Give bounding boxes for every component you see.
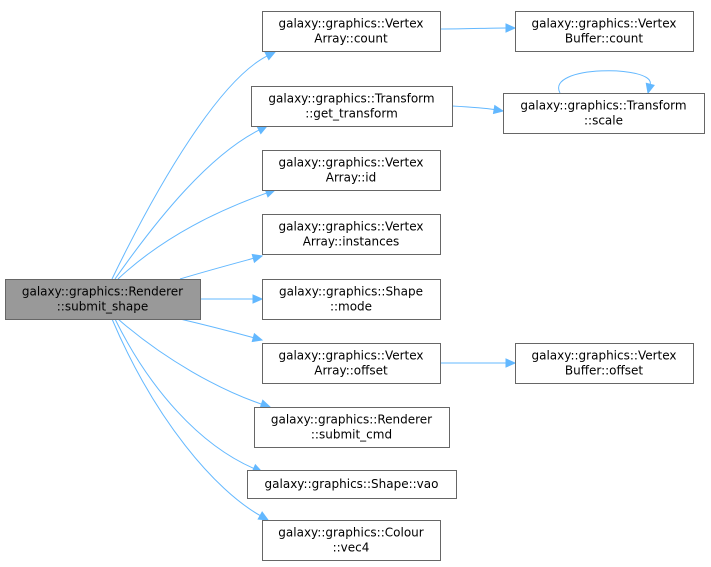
edge-submit_shape-to-shape_vao [114, 318, 254, 469]
node-label-line: Array::offset [314, 364, 388, 378]
node-label-line: galaxy::graphics::Transform [520, 99, 686, 113]
arrowhead-va_offset-to-vb_offset [505, 358, 517, 368]
edge-tf_scale-to-tf_scale [558, 70, 651, 94]
edge-submit_shape-to-va_count [111, 55, 268, 280]
arrowhead-tf_scale-to-tf_scale [645, 82, 655, 95]
node-label-line: galaxy::graphics::Vertex [531, 17, 676, 31]
node-tf_get_transform[interactable]: galaxy::graphics::Transform::get_transfo… [251, 86, 453, 127]
edge-submit_shape-to-va_id [117, 192, 267, 280]
node-label-line: galaxy::graphics::Vertex [278, 17, 423, 31]
node-label-line: Array::count [314, 32, 388, 46]
node-box [262, 150, 441, 191]
node-label-line: galaxy::graphics::Shape::vao [265, 477, 439, 491]
node-label-line: galaxy::graphics::Renderer [22, 285, 183, 299]
node-label-line: galaxy::graphics::Vertex [278, 220, 423, 234]
edge-submit_shape-to-colour_vec4 [111, 318, 261, 517]
edge-va_count-to-vb_count [439, 27, 507, 30]
node-label-line: galaxy::graphics::Transform [268, 92, 434, 106]
node-tf_scale[interactable]: galaxy::graphics::Transform::scale [503, 93, 705, 134]
arrowhead-submit_shape-to-colour_vec4 [257, 511, 270, 521]
node-box [262, 343, 441, 384]
node-label-line: Buffer::count [565, 32, 643, 46]
node-label-line: galaxy::graphics::Shape [279, 285, 423, 299]
node-box [262, 214, 441, 255]
node-box [254, 407, 450, 448]
edge-submit_shape-to-renderer_submit_cmd [117, 318, 262, 405]
node-box [247, 470, 457, 499]
arrowhead-submit_shape-to-renderer_submit_cmd [259, 399, 272, 409]
node-submit_shape[interactable]: galaxy::graphics::Renderer::submit_shape [5, 279, 201, 320]
arrowhead-submit_shape-to-va_offset [251, 332, 264, 343]
node-label-line: galaxy::graphics::Vertex [278, 349, 423, 363]
node-renderer_submit_cmd[interactable]: galaxy::graphics::Renderer::submit_cmd [254, 407, 450, 448]
arrowhead-tf_get_transform-to-tf_scale [492, 104, 505, 115]
node-box [515, 11, 694, 52]
arrowhead-submit_shape-to-tf_get_transform [256, 125, 269, 135]
arrowhead-submit_shape-to-va_count [264, 51, 277, 61]
node-label-line: Buffer::offset [565, 364, 644, 378]
arrowhead-va_count-to-vb_count [505, 23, 517, 33]
node-label-line: galaxy::graphics::Vertex [531, 349, 676, 363]
node-label-line: ::vec4 [333, 541, 370, 555]
edge-submit_shape-to-va_instances [179, 257, 254, 280]
node-label-line: Array::id [326, 171, 376, 185]
node-label-line: ::scale [584, 114, 623, 128]
node-box [5, 279, 201, 320]
node-box [262, 279, 441, 320]
node-label-line: galaxy::graphics::Renderer [271, 413, 432, 427]
node-label-line: Array::instances [303, 235, 400, 249]
node-shape_vao[interactable]: galaxy::graphics::Shape::vao [247, 470, 457, 499]
node-label-line: galaxy::graphics::Vertex [278, 156, 423, 170]
node-label-line: ::get_transform [305, 107, 398, 121]
node-box [251, 86, 453, 127]
node-label-line: galaxy::graphics::Colour [278, 526, 423, 540]
edge-submit_shape-to-tf_get_transform [114, 129, 260, 280]
node-box [515, 343, 694, 384]
node-label-line: ::submit_cmd [311, 428, 392, 442]
node-box [262, 520, 441, 561]
arrowhead-submit_shape-to-va_instances [251, 253, 264, 264]
edge-submit_shape-to-va_offset [179, 318, 254, 339]
node-box [503, 93, 705, 134]
arrowhead-submit_shape-to-shape_mode [252, 294, 264, 304]
edge-tf_get_transform-to-tf_scale [451, 105, 495, 111]
node-label-line: ::submit_shape [57, 300, 149, 314]
node-box [262, 11, 441, 52]
node-colour_vec4[interactable]: galaxy::graphics::Colour::vec4 [262, 520, 441, 561]
node-shape_mode[interactable]: galaxy::graphics::Shape::mode [262, 279, 441, 320]
node-label-line: ::mode [330, 300, 372, 314]
